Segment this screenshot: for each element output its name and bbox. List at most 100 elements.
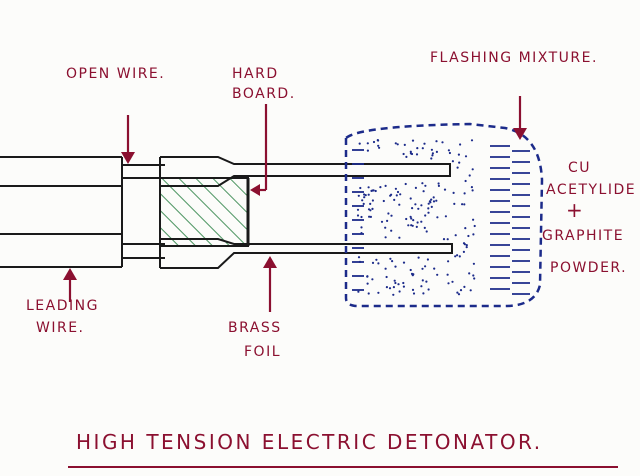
mixture-dot bbox=[377, 139, 380, 142]
label-hard-board-line1: HARD bbox=[232, 66, 279, 82]
mixture-dot bbox=[367, 292, 370, 295]
mixture-dot bbox=[471, 168, 474, 171]
label-flashing-mixture: FLASHING MIXTURE. bbox=[430, 50, 598, 66]
mixture-dot bbox=[437, 184, 440, 187]
mixture-dot bbox=[456, 291, 459, 294]
mixture-dot bbox=[453, 202, 456, 205]
mixture-dot bbox=[430, 198, 433, 201]
mixture-dot bbox=[412, 273, 415, 276]
label-brass-foil-line2: FOIL bbox=[244, 344, 282, 360]
mixture-dot bbox=[431, 154, 434, 157]
mixture-dot bbox=[420, 220, 423, 223]
mixture-dot bbox=[394, 265, 397, 268]
mixture-dot bbox=[410, 224, 413, 227]
mixture-dot bbox=[366, 142, 369, 145]
mixture-dot bbox=[398, 290, 401, 293]
mixture-dot bbox=[463, 192, 466, 195]
mixture-dot bbox=[432, 200, 436, 203]
mixture-dot bbox=[377, 144, 380, 147]
mixture-dot bbox=[451, 160, 454, 163]
mixture-dot bbox=[422, 292, 425, 295]
mixture-dot bbox=[427, 207, 430, 210]
mixture-dot bbox=[394, 142, 397, 145]
mixture-dot bbox=[436, 216, 439, 219]
mixture-dot bbox=[385, 286, 388, 289]
mixture-dot bbox=[377, 262, 380, 265]
mixture-dot bbox=[393, 279, 396, 282]
mixture-dot bbox=[446, 238, 449, 241]
mixture-dot bbox=[447, 149, 450, 152]
mixture-dot bbox=[384, 267, 387, 270]
mixture-dot bbox=[356, 214, 360, 217]
mixture-dot bbox=[395, 194, 398, 197]
mixture-dot bbox=[374, 189, 377, 193]
upper-conductor bbox=[160, 156, 451, 187]
mixture-dot bbox=[432, 196, 435, 199]
mixture-dot bbox=[384, 236, 387, 239]
mixture-dot bbox=[398, 236, 401, 239]
mixture-dot bbox=[435, 150, 438, 153]
mixture-dot bbox=[427, 288, 430, 291]
mixture-dot bbox=[421, 147, 424, 150]
mixture-dot bbox=[390, 229, 393, 232]
mixture-dot bbox=[451, 280, 454, 283]
mixture-dot bbox=[357, 256, 361, 259]
mixture-dot bbox=[464, 227, 467, 230]
mixture-dot bbox=[396, 143, 399, 146]
label-plus: + bbox=[566, 198, 585, 222]
mixture-dot bbox=[464, 155, 468, 158]
mixture-dot bbox=[423, 226, 426, 229]
mixture-dot bbox=[380, 220, 384, 223]
mixture-dot bbox=[458, 255, 461, 258]
mixture-dot bbox=[457, 293, 461, 296]
mixture-dot bbox=[366, 149, 369, 152]
mixture-dot bbox=[425, 280, 428, 283]
mixture-dot bbox=[392, 293, 395, 296]
mixture-dot bbox=[426, 258, 429, 261]
mixture-dot bbox=[375, 258, 378, 261]
mixture-dot bbox=[393, 198, 396, 201]
diagram-title: HIGH TENSION ELECTRIC DETONATOR. bbox=[76, 430, 543, 454]
mixture-dot bbox=[392, 286, 395, 289]
mixture-dot bbox=[447, 260, 450, 263]
label-brass-foil-line1: BRASS bbox=[228, 320, 282, 336]
mixture-dot bbox=[360, 215, 363, 219]
mixture-dot bbox=[402, 281, 405, 285]
mixture-fill bbox=[352, 139, 530, 296]
mixture-dot bbox=[430, 157, 433, 160]
mixture-dot bbox=[470, 186, 473, 189]
mixture-dot bbox=[427, 202, 430, 205]
label-open-wire: OPEN WIRE. bbox=[66, 66, 166, 82]
mixture-dot bbox=[368, 215, 371, 218]
mixture-dot bbox=[367, 186, 370, 189]
mixture-dot bbox=[385, 275, 388, 279]
mixture-dot bbox=[415, 225, 418, 228]
mixture-dot bbox=[367, 193, 370, 196]
mixture-dot bbox=[404, 182, 407, 186]
label-hard-board-line2: BOARD. bbox=[232, 86, 296, 102]
mixture-dot bbox=[409, 152, 412, 155]
mixture-dot bbox=[442, 238, 446, 241]
mixture-dot bbox=[427, 211, 430, 214]
mixture-dot bbox=[412, 219, 415, 222]
mixture-dot bbox=[422, 190, 425, 193]
mixture-dot bbox=[357, 194, 360, 197]
mixture-dot bbox=[459, 143, 462, 146]
mixture-dot bbox=[372, 140, 376, 144]
mixture-dot bbox=[407, 224, 410, 227]
open-wire bbox=[122, 164, 165, 259]
mixture-dot bbox=[472, 262, 475, 265]
annotation-arrows bbox=[63, 96, 527, 312]
mixture-dot bbox=[371, 199, 374, 202]
mixture-dot bbox=[470, 139, 474, 142]
mixture-dot bbox=[456, 254, 459, 257]
mixture-dot bbox=[394, 281, 397, 285]
mixture-dot bbox=[464, 179, 467, 183]
mixture-dot bbox=[361, 199, 364, 202]
mixture-dot bbox=[462, 250, 465, 253]
mixture-dot bbox=[415, 153, 419, 156]
mixture-dot bbox=[357, 290, 360, 293]
mixture-dot bbox=[469, 289, 472, 292]
mixture-dot bbox=[397, 283, 400, 286]
mixture-dot bbox=[411, 139, 415, 142]
